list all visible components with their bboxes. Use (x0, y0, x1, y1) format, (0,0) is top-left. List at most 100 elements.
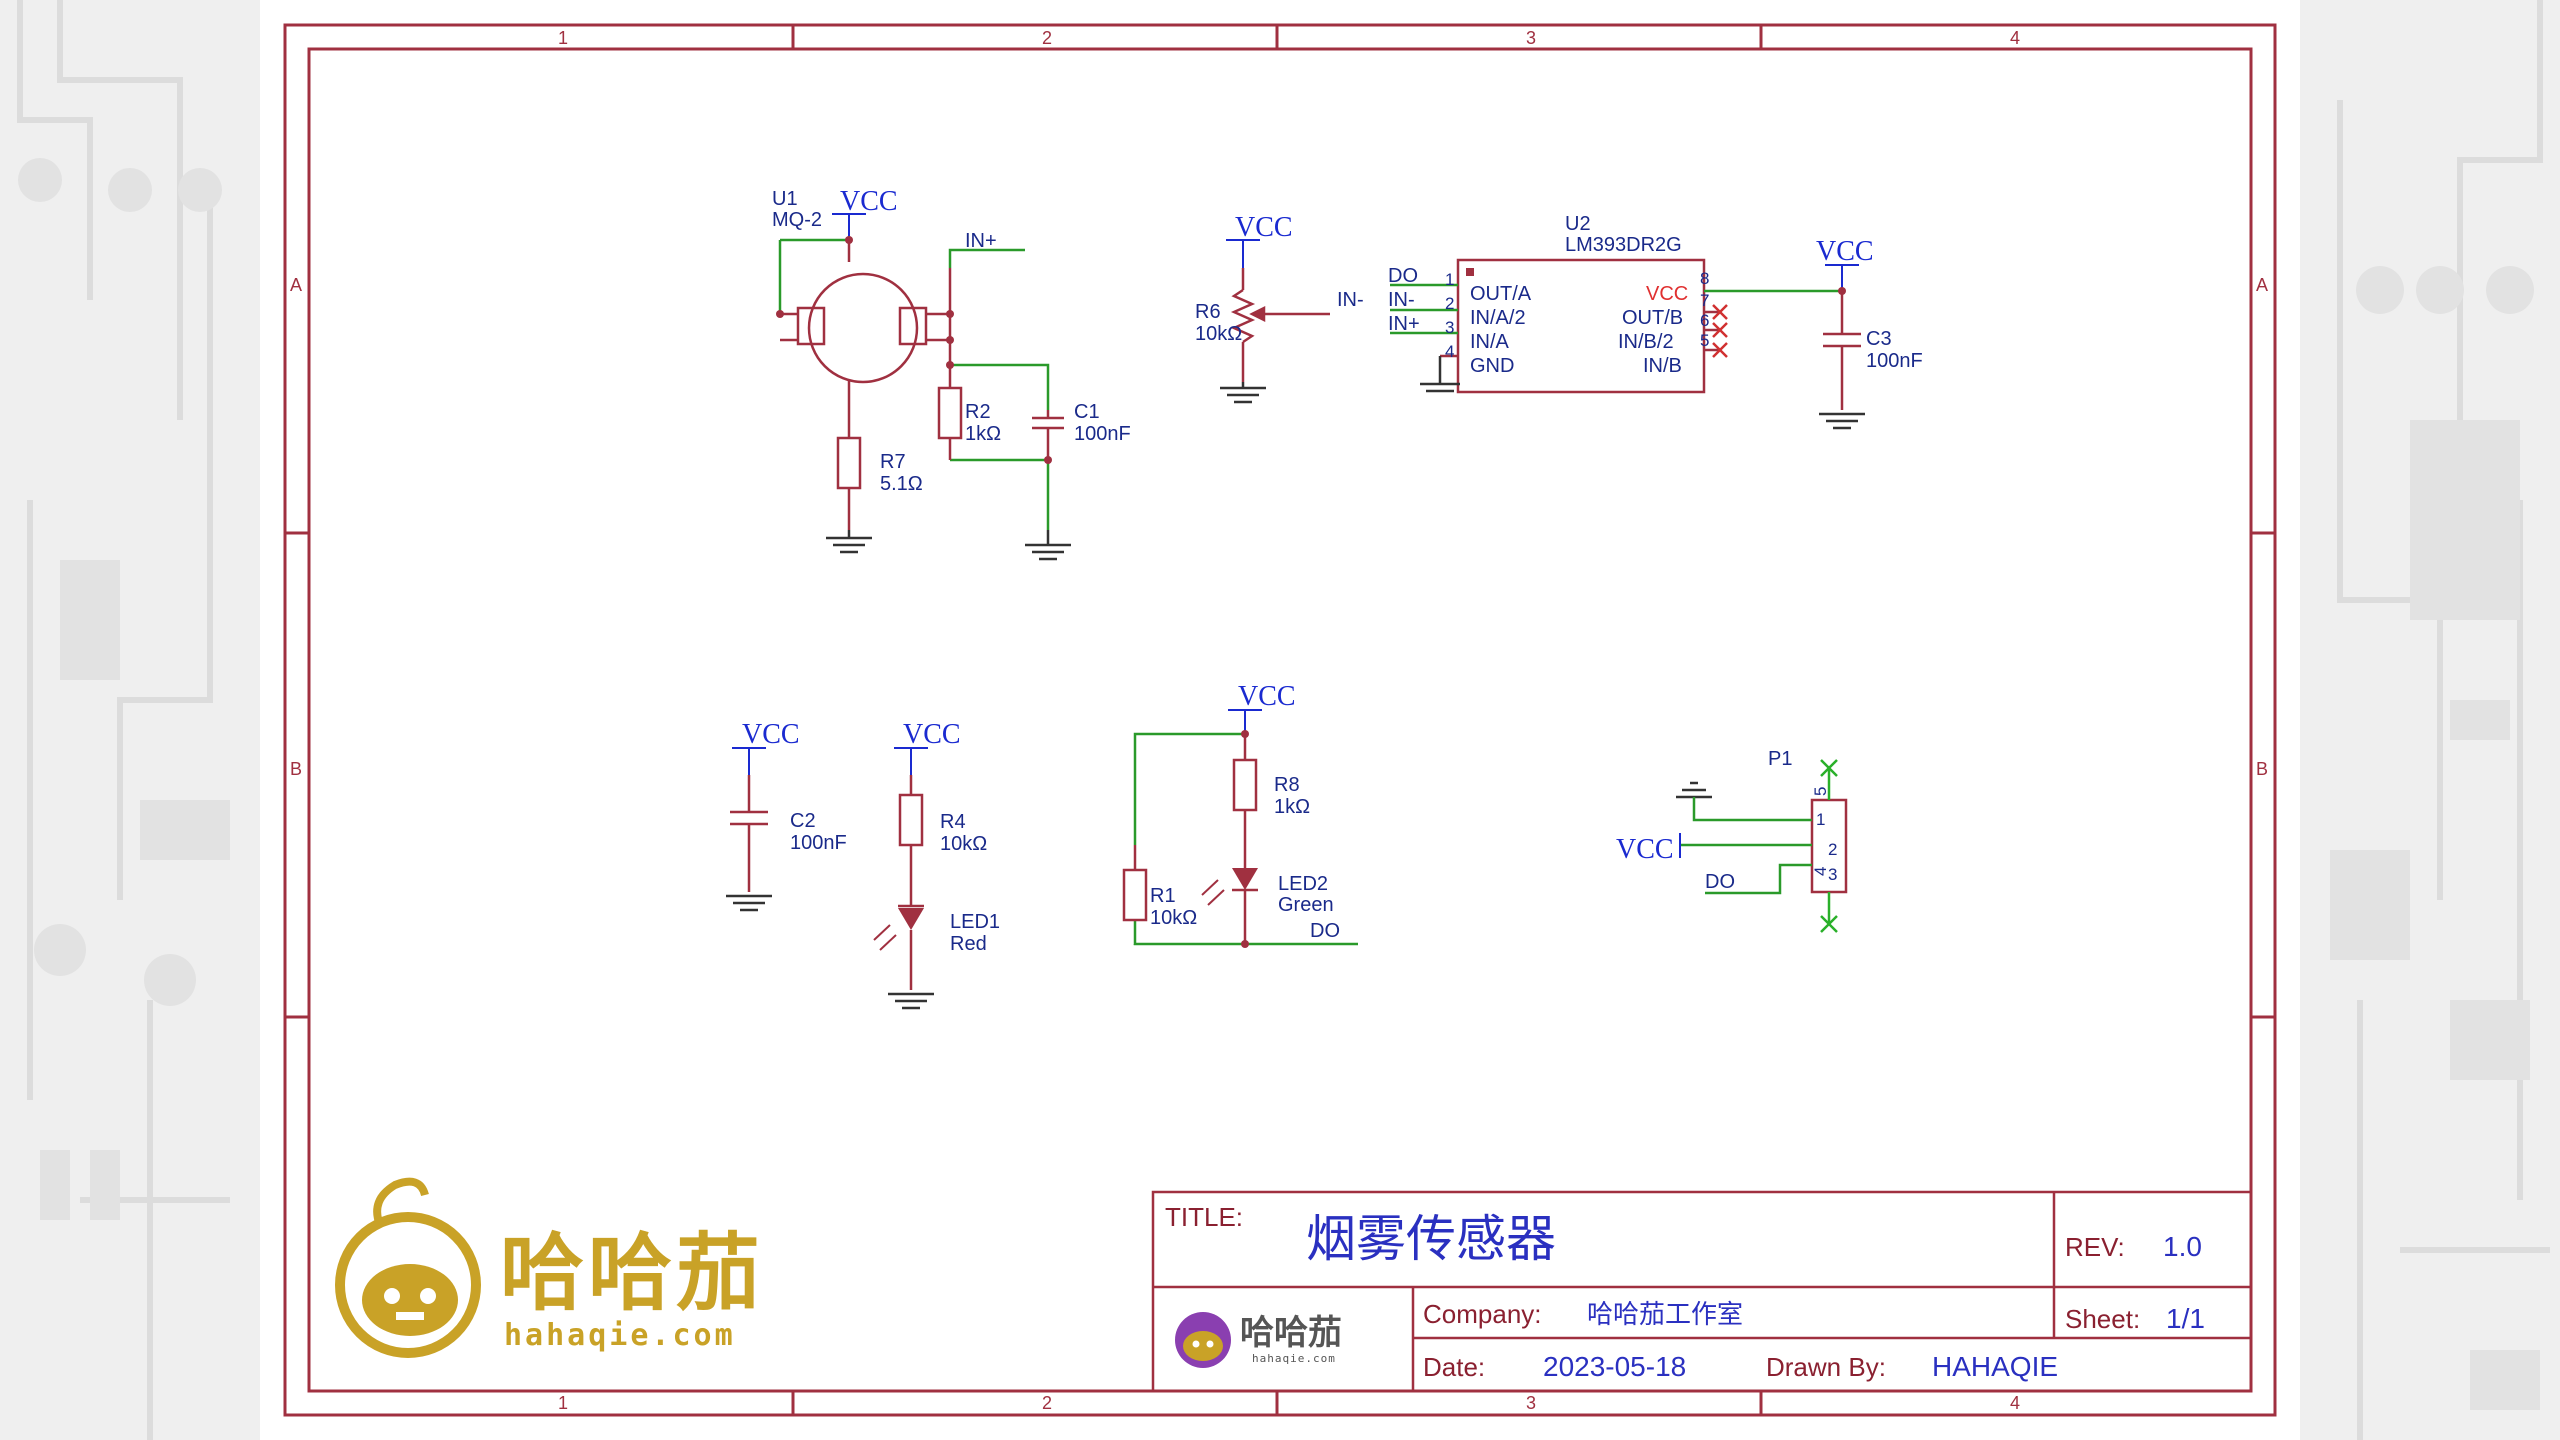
u2-comparator: U2 LM393DR2G 8 7 6 5 1 2 3 (1388, 213, 1842, 394)
document-title: 烟雾传感器 (1306, 1210, 1556, 1268)
u2-ref: U2 (1565, 213, 1591, 235)
c2-ref: C2 (790, 810, 816, 832)
p1-pin-5: 5 (1811, 787, 1830, 796)
r8-value: 1kΩ (1274, 796, 1310, 818)
net-in-minus-label-r6: IN- (1337, 289, 1364, 311)
c1-value: 100nF (1074, 423, 1131, 445)
schematic-drawing: 1 2 3 4 1 2 3 4 A B A B U1 MQ-2 VCC (283, 23, 2277, 1417)
c3-capacitor: VCC C3 100nF (1816, 236, 1923, 430)
u2-pin-in-b: IN/B (1643, 355, 1682, 377)
r7-value: 5.1Ω (880, 473, 923, 495)
u2-pin-out-b: OUT/B (1622, 307, 1683, 329)
r4-vcc-label: VCC (903, 719, 961, 750)
ruler-col-1-bottom: 1 (558, 1393, 568, 1413)
p1-pin-1: 1 (1816, 810, 1825, 829)
ruler-col-4-bottom: 4 (2010, 1393, 2020, 1413)
rev-value: 1.0 (2163, 1231, 2202, 1262)
r2-value: 1kΩ (965, 423, 1001, 445)
brand-domain-small: hahaqie.com (1252, 1352, 1336, 1365)
net-do-label-led2: DO (1310, 920, 1340, 942)
u2-pin-2-num: 2 (1445, 294, 1454, 313)
r2-ref: R2 (965, 401, 991, 423)
u2-pin-1-num: 1 (1445, 270, 1454, 289)
r1-value: 10kΩ (1150, 907, 1197, 929)
brand-name-cn-small: 哈哈茄 (1240, 1313, 1342, 1353)
u2-pin-out-a: OUT/A (1470, 283, 1532, 305)
brand-logo-large: 哈哈茄 hahaqie.com (335, 1177, 764, 1358)
ruler-row-a-right: A (2256, 275, 2268, 295)
u2-pin-3-num: 3 (1445, 318, 1454, 337)
u1-value: MQ-2 (772, 209, 822, 231)
r6-vcc-label: VCC (1235, 212, 1293, 243)
rev-key: REV: (2065, 1232, 2125, 1262)
p1-vcc-label: VCC (1616, 834, 1674, 865)
r7-ref: R7 (880, 451, 906, 473)
c2-vcc-label: VCC (742, 719, 800, 750)
company-value: 哈哈茄工作室 (1587, 1300, 1743, 1330)
ruler-col-2-top: 2 (1042, 28, 1052, 48)
date-key: Date: (1423, 1352, 1485, 1382)
r8-led2-block: VCC R8 1kΩ R1 10kΩ LED2 Green DO (1122, 681, 1358, 948)
r1-ref: R1 (1150, 885, 1176, 907)
brand-domain: hahaqie.com (504, 1318, 736, 1353)
u2-pin-4-num: 4 (1445, 342, 1454, 361)
p1-pin-2: 2 (1828, 840, 1837, 859)
u2-pin-in-a-2: IN/A/2 (1470, 307, 1526, 329)
company-key: Company: (1423, 1299, 1542, 1329)
c2-value: 100nF (790, 832, 847, 854)
title-key: TITLE: (1165, 1202, 1243, 1232)
c3-vcc-label: VCC (1816, 236, 1874, 267)
p1-pin-4: 4 (1811, 867, 1830, 876)
ruler-col-3-bottom: 3 (1526, 1393, 1536, 1413)
no-connect-marks (1712, 304, 1728, 358)
right-background-panel (2300, 0, 2560, 1440)
u2-value: LM393DR2G (1565, 234, 1682, 256)
ruler-row-b-right: B (2256, 759, 2268, 779)
net-in-plus-label: IN+ (965, 230, 997, 252)
led2-value: Green (1278, 894, 1334, 916)
u2-pin-vcc: VCC (1646, 283, 1688, 305)
ruler-col-1-top: 1 (558, 28, 568, 48)
ruler-col-2-bottom: 2 (1042, 1393, 1052, 1413)
ruler-col-4-top: 4 (2010, 28, 2020, 48)
brand-logo-small: 哈哈茄 hahaqie.com (1175, 1312, 1342, 1368)
sheet-key: Sheet: (2065, 1304, 2140, 1334)
sheet-value: 1/1 (2166, 1303, 2205, 1334)
u1-sensor-block: U1 MQ-2 VCC (772, 186, 1131, 561)
r6-value: 10kΩ (1195, 323, 1242, 345)
drawn-by-value: HAHAQIE (1932, 1351, 2058, 1382)
drawn-by-key: Drawn By: (1766, 1352, 1886, 1382)
ground-symbol-u1 (826, 530, 1071, 561)
r8-vcc-label: VCC (1238, 681, 1296, 712)
net-in-minus-label-u2: IN- (1388, 289, 1415, 311)
p1-ref: P1 (1768, 748, 1792, 770)
r4-value: 10kΩ (940, 833, 987, 855)
led2-ref: LED2 (1278, 873, 1328, 895)
left-background-panel (0, 0, 260, 1440)
c3-ref: C3 (1866, 328, 1892, 350)
c2-capacitor: VCC C2 100nF (726, 719, 847, 912)
r6-potentiometer: VCC R6 10kΩ IN- (1195, 212, 1364, 404)
brand-name-cn: 哈哈茄 (500, 1224, 764, 1322)
u2-pin-in-b-2: IN/B/2 (1618, 331, 1674, 353)
r4-ref: R4 (940, 811, 966, 833)
u1-vcc-label: VCC (840, 186, 898, 217)
u2-pin-5-num: 5 (1700, 331, 1709, 350)
u2-pin-7-num: 7 (1700, 291, 1709, 310)
circuit-board-pattern-left (17, 0, 230, 1440)
r6-ref: R6 (1195, 301, 1221, 323)
r8-ref: R8 (1274, 774, 1300, 796)
led1-ref: LED1 (950, 911, 1000, 933)
p1-connector: P1 VCC DO 1 2 3 4 5 (1616, 748, 1848, 933)
led1-value: Red (950, 933, 987, 955)
ruler-row-b-left: B (290, 759, 302, 779)
c1-ref: C1 (1074, 401, 1100, 423)
u2-pin-gnd: GND (1470, 355, 1514, 377)
u2-pin-6-num: 6 (1700, 311, 1709, 330)
u2-pin-in-a: IN/A (1470, 331, 1510, 353)
u1-ref: U1 (772, 188, 798, 210)
brand-mascot-icon (335, 1212, 481, 1358)
ruler-col-3-top: 3 (1526, 28, 1536, 48)
ruler-labels: 1 2 3 4 1 2 3 4 A B A B (290, 28, 2268, 1413)
u2-pin-8-num: 8 (1700, 269, 1709, 288)
